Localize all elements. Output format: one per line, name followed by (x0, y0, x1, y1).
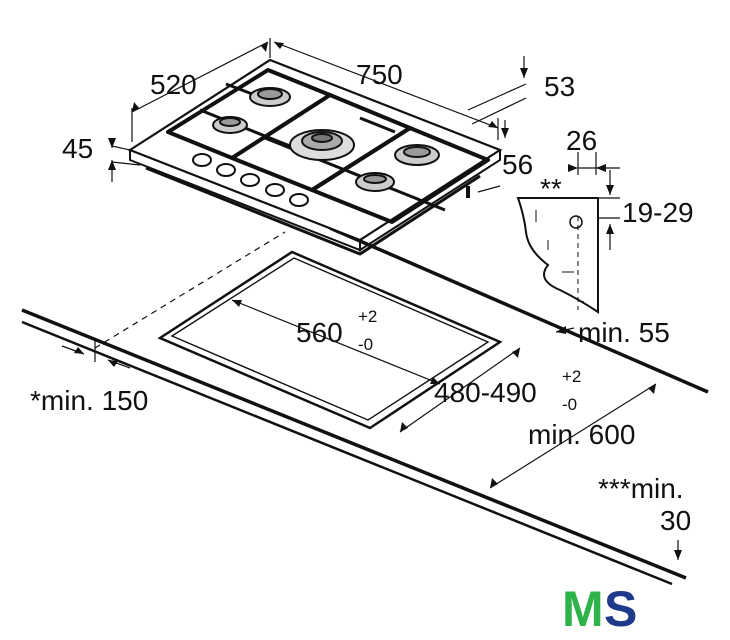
worktop-back-edge (329, 226, 709, 394)
bracket-screw-hole (569, 215, 583, 229)
label-26: 26 (566, 125, 597, 156)
hob-bottom-body (145, 166, 481, 256)
hob (127, 58, 503, 256)
hob-projection-dashed (94, 231, 286, 349)
label-min-150: *min. 150 (30, 385, 148, 416)
label-56: 56 (502, 149, 533, 180)
label-cutout-depth-tol-plus: +2 (562, 367, 581, 386)
bracket-detail (516, 197, 599, 314)
label-min-30-line2: 30 (660, 505, 691, 536)
label-53: 53 (544, 71, 575, 102)
burners (212, 87, 440, 192)
label-cutout-width: 560 (296, 317, 343, 348)
label-min-55: min. 55 (578, 317, 670, 348)
label-cutout-depth: 480-490 (434, 377, 537, 408)
worktop-front-edge-top (21, 308, 687, 580)
label-double-star: ** (540, 173, 562, 204)
bracket-outline (516, 197, 599, 314)
label-750: 750 (356, 59, 403, 90)
label-min-600: min. 600 (528, 419, 635, 450)
label-cutout-depth-tol-minus: -0 (562, 395, 577, 414)
cutout-outer (157, 250, 503, 430)
ms-logo: M S (562, 581, 637, 637)
logo-letter-s: S (604, 581, 637, 637)
dimension-labels: 750 520 45 53 56 26 ** 19-29 560 +2 -0 4… (30, 59, 694, 536)
label-cutout-width-tol-minus: -0 (358, 335, 373, 354)
label-45: 45 (62, 133, 93, 164)
countertop (21, 226, 709, 586)
label-cutout-width-tol-plus: +2 (358, 307, 377, 326)
arrowheads (74, 42, 682, 560)
control-knobs (192, 153, 309, 207)
label-min-30-line1: ***min. (598, 473, 684, 504)
logo-letter-m: M (562, 581, 604, 637)
cutout-inner (170, 257, 490, 421)
label-19-29: 19-29 (622, 197, 694, 228)
label-520: 520 (150, 69, 197, 100)
worktop-front-edge-bottom (21, 320, 673, 586)
